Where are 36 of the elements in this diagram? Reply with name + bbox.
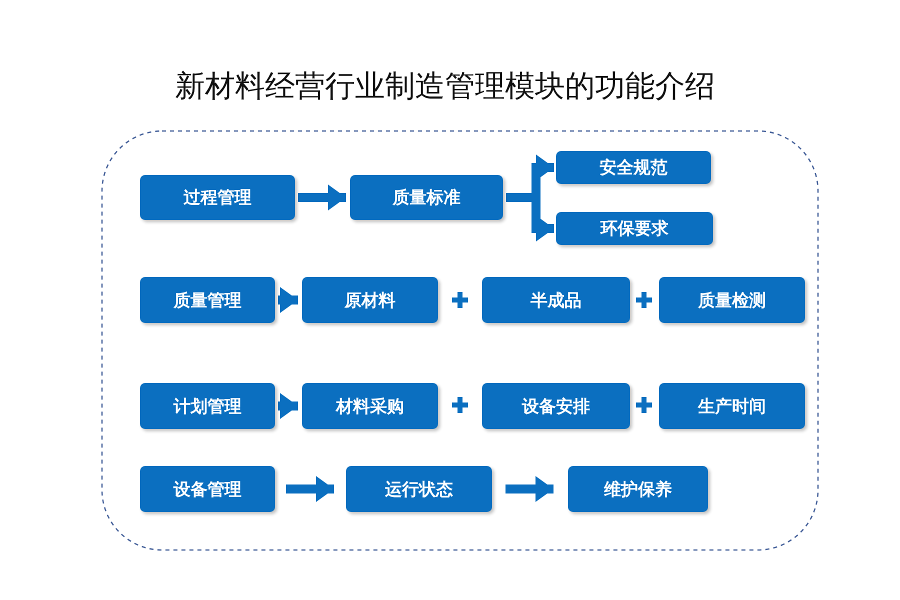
title: 新材料经营行业制造管理模块的功能介绍 xyxy=(174,68,716,106)
box-label: 环保要求 xyxy=(600,218,668,240)
process-box xyxy=(482,277,630,323)
box-label: 质量标准 xyxy=(392,187,460,209)
arrow xyxy=(298,184,346,210)
box-label: 设备管理 xyxy=(174,478,242,500)
box-label: 维护保养 xyxy=(604,478,672,500)
box-label: 计划管理 xyxy=(174,396,242,418)
process-box xyxy=(659,383,805,429)
box-label: 半成品 xyxy=(530,290,582,312)
box-label: 质量管理 xyxy=(174,290,242,312)
box-label: 材料采购 xyxy=(336,396,404,418)
process-box xyxy=(140,175,295,220)
process-box xyxy=(140,277,275,323)
arrow xyxy=(506,476,554,502)
box-label: 原材料 xyxy=(344,290,396,312)
process-box xyxy=(350,175,503,220)
process-box xyxy=(568,466,708,512)
process-box xyxy=(556,212,713,245)
process-box xyxy=(302,277,438,323)
process-box xyxy=(482,383,630,429)
box-label: 质量检测 xyxy=(698,290,766,312)
process-box xyxy=(140,466,275,512)
arrow xyxy=(278,393,298,419)
arrow xyxy=(286,476,334,502)
box-label: 安全规范 xyxy=(600,157,668,179)
box-label: 过程管理 xyxy=(184,187,252,209)
process-box xyxy=(302,383,438,429)
process-box xyxy=(659,277,805,323)
process-box xyxy=(346,466,492,512)
arrow xyxy=(278,287,298,313)
box-label: 设备安排 xyxy=(522,396,590,418)
box-label: 生产时间 xyxy=(698,396,766,418)
process-box xyxy=(140,383,275,429)
box-label: 运行状态 xyxy=(385,478,453,500)
process-box xyxy=(556,151,711,184)
